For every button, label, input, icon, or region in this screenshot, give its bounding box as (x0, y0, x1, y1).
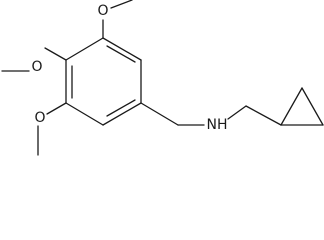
oxygen-bottom: O (34, 110, 45, 126)
amine-nh: NH (207, 117, 228, 133)
ring-bond-6 (65, 37, 104, 61)
methoxy-bottom: O (34, 102, 67, 156)
bond-ring-ch2 (140, 102, 179, 126)
benzylamine-chain: NH (140, 102, 282, 133)
methoxy-top: O (97, 0, 133, 39)
benzene-ring (65, 37, 142, 126)
bond-o-ch3-top (110, 0, 133, 9)
cyclopropyl-bond-2 (301, 87, 324, 126)
ring-double-bond-1 (106, 45, 136, 63)
ring-bond-4 (65, 102, 104, 126)
ring-double-bond-2 (106, 99, 136, 117)
molecule-structure: O O O NH (1, 0, 324, 156)
oxygen-top: O (97, 3, 108, 19)
bond-ch2-cyclopropyl (245, 105, 282, 126)
bond-ring-o-mid (44, 47, 67, 61)
ring-bond-3 (102, 102, 142, 126)
cyclopropyl-bond-1 (280, 87, 303, 126)
bond-ring-o-bottom (46, 102, 67, 115)
methoxy-middle: O (1, 47, 67, 75)
cyclopropyl-ring (280, 87, 324, 126)
ring-bond-1 (102, 37, 142, 61)
oxygen-middle: O (31, 59, 42, 75)
bond-n-ch2 (227, 105, 247, 120)
